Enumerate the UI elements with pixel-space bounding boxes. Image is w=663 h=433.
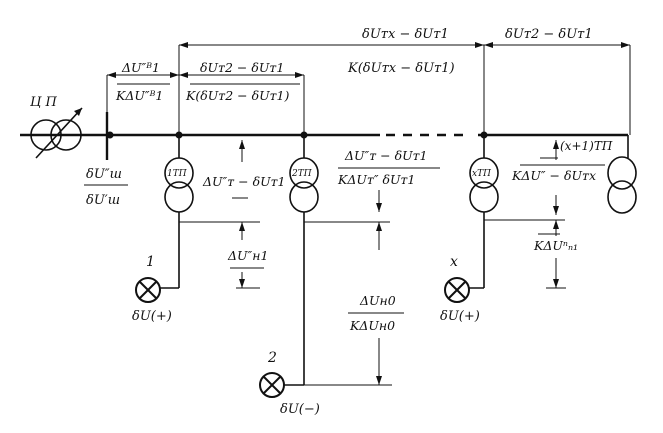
load-2-lamp (259, 372, 285, 398)
load2-drop-top: ΔUн0 (359, 293, 396, 308)
loadx-deviation: δU(+) (440, 309, 480, 324)
bus-voltage-top: δU″ш (86, 167, 122, 182)
load1-drop: ΔU″н1 (227, 248, 268, 263)
load1-deviation: δU(+) (132, 309, 172, 324)
tp2-label: 2ТП (291, 169, 312, 179)
load1-number: 1 (146, 254, 155, 270)
tpx1-label: (x+1)ТП (560, 139, 613, 153)
top-far-right-label: δUᴛ2 − δUᴛ1 (505, 27, 593, 42)
load2-drop-bottom: KΔUн0 (349, 318, 395, 333)
source-transformer (30, 107, 83, 159)
seg1-top: ΔU″ᴮ1 (121, 60, 160, 75)
tp2-drop-top: ΔU″ᴛ − δUᴛ1 (344, 148, 428, 163)
tp2-drop-bottom: KΔUᴛ″ δUᴛ1 (337, 172, 415, 187)
transformer-tp2 (289, 157, 319, 213)
load-1-lamp (135, 277, 161, 303)
source-label: Ц П (30, 95, 57, 110)
tpx-label: xТП (472, 169, 491, 179)
load2-number: 2 (267, 350, 277, 366)
seg2-bottom: K(δUᴛ2 − δUᴛ1) (185, 88, 289, 103)
bus-voltage-bottom: δU′ш (86, 193, 120, 208)
transformer-tpx1 (607, 156, 637, 214)
node-source (106, 131, 114, 139)
load-x-lamp (444, 277, 470, 303)
seg2-top: δUᴛ2 − δUᴛ1 (200, 60, 284, 75)
tp1-drop: ΔU″ᴛ − δUᴛ1 (202, 174, 286, 189)
tpx-drop: KΔU″ − δUᴛx (511, 168, 596, 183)
loadx-number: x (450, 254, 458, 270)
top-right-label-1: δUᴛx − δUᴛ1 (362, 27, 449, 42)
loadx-drop: KΔUⁿₙ₁ (533, 238, 578, 253)
transformer-tp1 (164, 157, 194, 213)
seg1-bottom: KΔU″ᴮ1 (115, 88, 163, 103)
transformer-tpx (469, 157, 499, 213)
top-right-label-2: K(δUᴛx − δUᴛ1) (347, 61, 455, 76)
tp1-label: 1ТП (167, 169, 187, 179)
load2-deviation: δU(−) (280, 402, 320, 417)
